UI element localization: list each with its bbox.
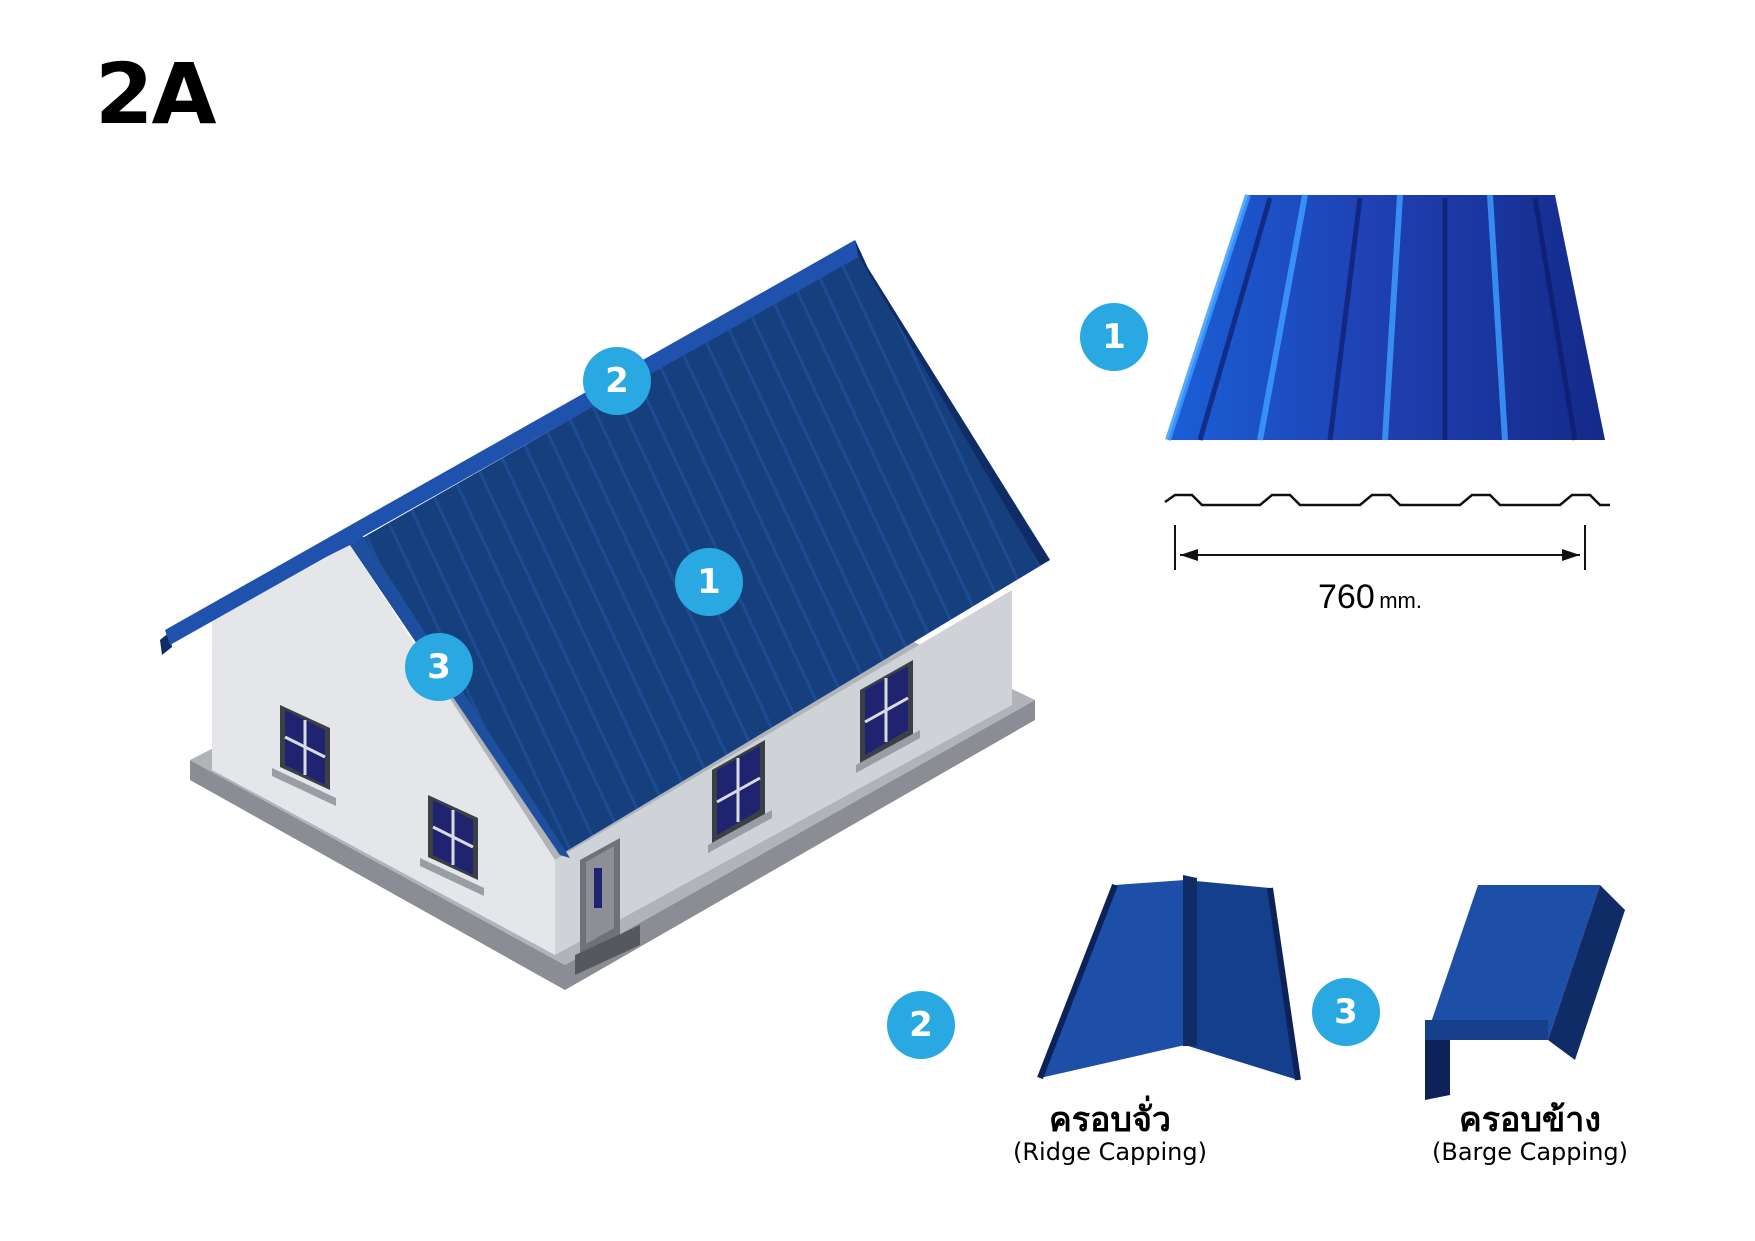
metal-sheet-icon (1165, 194, 1605, 441)
dimension-label: 760 mm. (1318, 578, 1422, 617)
window (420, 795, 484, 896)
barge-capping-english: (Barge Capping) (1431, 1137, 1629, 1166)
dimension-value: 760 (1318, 578, 1375, 616)
window (708, 740, 772, 853)
door (575, 838, 640, 975)
ridge-capping-icon (1037, 875, 1301, 1081)
ridge-capping-thai: ครอบจั่ว (1048, 1100, 1172, 1140)
callout-badge: 1 (1080, 303, 1148, 371)
barge-capping-thai: ครอบข้าง (1459, 1100, 1601, 1140)
barge-capping-icon (1425, 885, 1625, 1100)
callout-badge: 2 (887, 991, 955, 1059)
dimension-arrow (1174, 525, 1586, 570)
ridge-capping-english: (Ridge Capping) (1013, 1137, 1207, 1166)
ridge-capping-caption: ครอบจั่ว (Ridge Capping) (990, 1100, 1230, 1166)
diagram-label: 2A (95, 45, 216, 143)
callout-badge: 2 (583, 347, 651, 415)
window (856, 660, 920, 773)
sheet-profile (1164, 493, 1610, 507)
callout-badge: 3 (405, 633, 473, 701)
callout-badge: 1 (675, 548, 743, 616)
window (272, 705, 336, 806)
barge-capping-caption: ครอบข้าง (Barge Capping) (1410, 1100, 1650, 1166)
dimension-unit: mm. (1379, 588, 1422, 613)
callout-badge: 3 (1312, 978, 1380, 1046)
house-illustration (160, 240, 1050, 990)
